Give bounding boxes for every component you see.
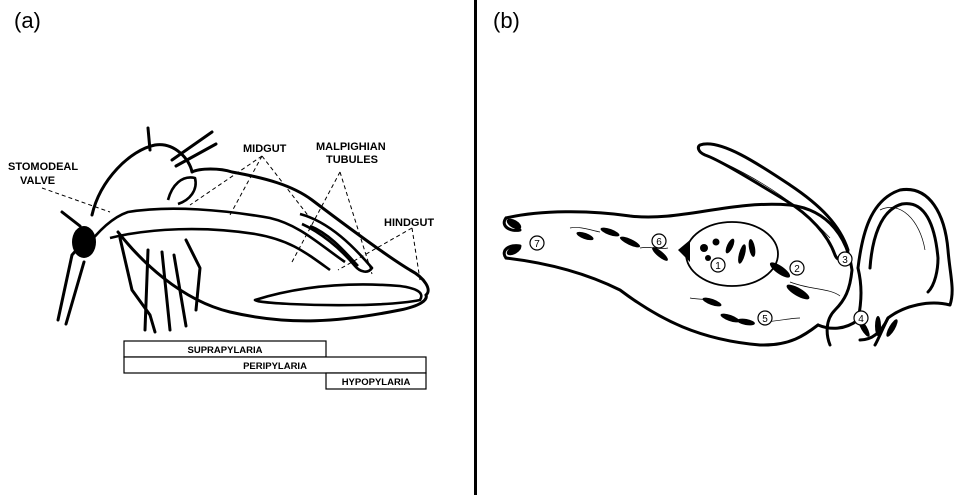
eye-icon: [72, 226, 96, 258]
midgut-label: MIDGUT: [243, 143, 287, 155]
stomodeal-valve-label-line2: VALVE: [20, 175, 55, 187]
gut-tract: [84, 177, 421, 305]
suprapylaria-text: SUPRAPYLARIA: [188, 345, 263, 356]
hindgut-label: HINDGUT: [384, 217, 434, 229]
marker-1: 1: [715, 261, 721, 272]
hypopylaria-text: HYPOPYLARIA: [342, 377, 411, 388]
peritrophic-region: [686, 222, 778, 286]
stomodeal-valve-label: STOMODEAL: [8, 161, 78, 173]
malpighian-tubules-label: MALPIGHIAN: [316, 141, 386, 153]
marker-2: 2: [794, 264, 800, 275]
marker-6: 6: [656, 237, 662, 248]
marker-3: 3: [842, 255, 848, 266]
region-bars: SUPRAPYLARIA PERIPYLARIA HYPOPYLARIA: [124, 341, 426, 389]
marker-5: 5: [762, 314, 768, 325]
leader-lines: [42, 156, 420, 280]
peripylaria-text: PERIPYLARIA: [243, 361, 307, 372]
arrowhead-marker: [678, 240, 690, 262]
malpighian-tubules-label-line2: TUBULES: [326, 154, 378, 166]
marker-7: 7: [534, 239, 540, 250]
flagella: [570, 162, 925, 322]
marker-4: 4: [858, 314, 864, 325]
region-markers: 1 2 3 4 5 6 7: [530, 234, 868, 325]
